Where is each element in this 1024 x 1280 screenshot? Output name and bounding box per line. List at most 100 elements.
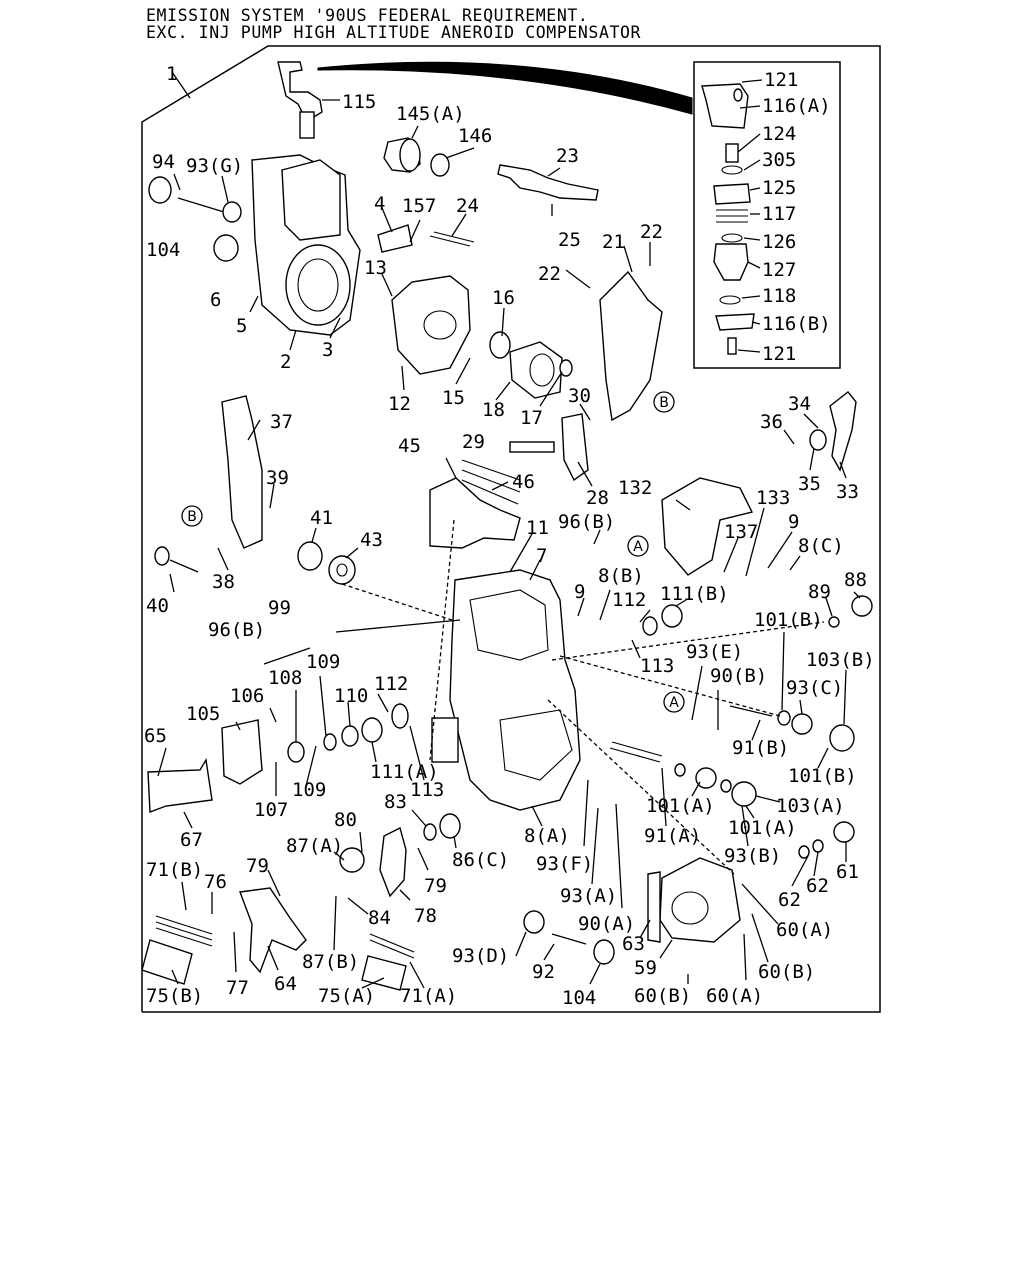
part-label: 59 <box>634 957 657 979</box>
part-label: 16 <box>492 287 515 309</box>
part-label: 104 <box>146 239 180 261</box>
part-label: 43 <box>360 529 383 551</box>
part-label: 11 <box>526 517 549 539</box>
part-label: 41 <box>310 507 333 529</box>
part-label: 127 <box>762 259 796 281</box>
part-label: 121 <box>762 343 796 365</box>
part-label: 35 <box>798 473 821 495</box>
callout-a-lower: A <box>669 695 679 711</box>
part-label: 36 <box>760 411 783 433</box>
part-label: 15 <box>442 387 465 409</box>
part-label: 109 <box>306 651 340 673</box>
part-label: 1 <box>166 63 177 85</box>
part-label: 93(C) <box>786 677 843 699</box>
part-label: 126 <box>762 231 796 253</box>
part-label: 93(F) <box>536 853 593 875</box>
callout-b-lower: B <box>187 509 197 525</box>
part-label: 116(A) <box>762 95 831 117</box>
part-label: 78 <box>414 905 437 927</box>
part-label: 106 <box>230 685 264 707</box>
part-label: 75(A) <box>318 985 375 1007</box>
part-label: 89 <box>808 581 831 603</box>
part-label: 145(A) <box>396 103 465 125</box>
part-label: 110 <box>334 685 368 707</box>
part-label: 34 <box>788 393 811 415</box>
part-label: 124 <box>762 123 796 145</box>
part-label: 94 <box>152 151 175 173</box>
part-label: 9 <box>788 511 799 533</box>
part-label: 101(B) <box>788 765 857 787</box>
part-label: 104 <box>562 987 596 1009</box>
part-label: 113 <box>410 779 444 801</box>
part-label: 79 <box>246 855 269 877</box>
part-label: 40 <box>146 595 169 617</box>
part-label: 305 <box>762 149 796 171</box>
part-label: 6 <box>210 289 221 311</box>
part-label: 92 <box>532 961 555 983</box>
part-label: 13 <box>364 257 387 279</box>
part-label: 2 <box>280 351 291 373</box>
part-label: 157 <box>402 195 436 217</box>
part-label: 111(B) <box>660 583 729 605</box>
diagram-title-line-2: EXC. INJ PUMP HIGH ALTITUDE ANEROID COMP… <box>146 23 642 42</box>
part-label: 38 <box>212 571 235 593</box>
part-label: 93(E) <box>686 641 743 663</box>
part-label: 33 <box>836 481 859 503</box>
leader-lines <box>157 71 861 989</box>
part-label: 105 <box>186 703 220 725</box>
part-label: 90(B) <box>710 665 767 687</box>
part-label: 37 <box>270 411 293 433</box>
part-label: 17 <box>520 407 543 429</box>
part-label: 101(A) <box>646 795 715 817</box>
part-label: 3 <box>322 339 333 361</box>
part-label: 146 <box>458 125 492 147</box>
part-label: 9 <box>574 581 585 603</box>
part-label: 80 <box>334 809 357 831</box>
part-label: 87(A) <box>286 835 343 857</box>
part-label: 28 <box>586 487 609 509</box>
part-label: 21 <box>602 231 625 253</box>
inset-pointer <box>317 61 693 115</box>
part-label: 99 <box>268 597 291 619</box>
part-label: 12 <box>388 393 411 415</box>
part-label: 39 <box>266 467 289 489</box>
part-label: 111(A) <box>370 761 439 783</box>
part-label: 121 <box>764 69 798 91</box>
part-label: 86(C) <box>452 849 509 871</box>
part-label: 22 <box>538 263 561 285</box>
part-label: 93(D) <box>452 945 509 967</box>
part-labels: 1 115 145(A) 146 23 94 93(G) 4 157 24 10… <box>144 63 875 1009</box>
part-label: 116(B) <box>762 313 831 335</box>
part-label: 115 <box>342 91 376 113</box>
part-label: 71(A) <box>400 985 457 1007</box>
part-label: 87(B) <box>302 951 359 973</box>
part-label: 103(B) <box>806 649 875 671</box>
part-label: 60(B) <box>634 985 691 1007</box>
part-label: 18 <box>482 399 505 421</box>
part-label: 117 <box>762 203 796 225</box>
part-label: 90(A) <box>578 913 635 935</box>
diagram-frame <box>141 45 881 1013</box>
part-label: 88 <box>844 569 867 591</box>
part-label: 30 <box>568 385 591 407</box>
part-label: 93(G) <box>186 155 243 177</box>
part-label: 91(B) <box>732 737 789 759</box>
part-label: 96(B) <box>208 619 265 641</box>
part-label: 60(A) <box>776 919 833 941</box>
part-label: 45 <box>398 435 421 457</box>
part-label: 79 <box>424 875 447 897</box>
part-label: 101(B) <box>754 609 823 631</box>
part-label: 112 <box>374 673 408 695</box>
part-label: 7 <box>536 545 547 567</box>
part-label: 62 <box>778 889 801 911</box>
inset-detail-box <box>693 61 841 369</box>
part-label: 23 <box>556 145 579 167</box>
callout-b-upper: B <box>659 395 669 411</box>
part-label: 125 <box>762 177 796 199</box>
part-label: 107 <box>254 799 288 821</box>
diagram-title-line-1: EMISSION SYSTEM '90US FEDERAL REQUIREMEN… <box>146 6 589 25</box>
part-label: 76 <box>204 871 227 893</box>
part-label: 132 <box>618 477 652 499</box>
part-label: 101(A) <box>728 817 797 839</box>
